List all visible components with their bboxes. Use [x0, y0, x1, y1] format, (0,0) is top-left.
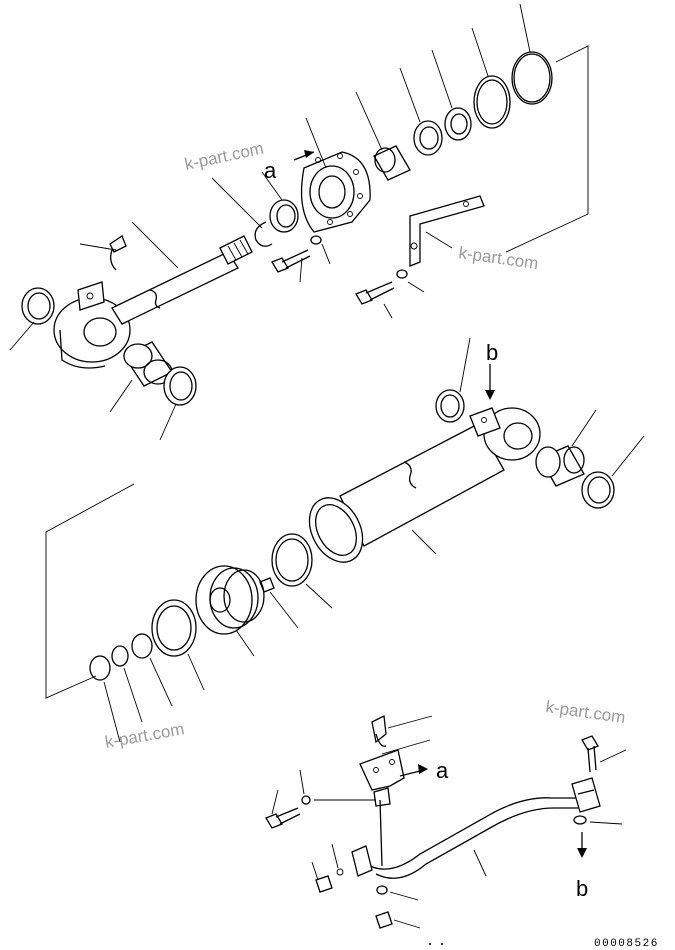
watermark-2: k-part.com — [457, 243, 539, 273]
o-ring-head — [511, 51, 553, 105]
arrow-a-top: a — [264, 150, 315, 183]
callout-lines-top — [9, 3, 531, 441]
arrow-a-bottom: a — [399, 758, 449, 783]
pipe-flange-left — [351, 845, 373, 877]
dust-seal-rod-end — [163, 366, 197, 406]
bracket-bolt-and-washer — [355, 269, 408, 305]
o-ring-flange — [573, 815, 587, 825]
snap-ring — [254, 221, 273, 247]
watermark-3: k-part.com — [103, 719, 185, 752]
flange-bolt-left — [315, 868, 344, 893]
cylinder-tube — [308, 407, 541, 563]
dot-mark-2 — [441, 943, 443, 945]
wear-ring — [271, 533, 313, 587]
label-a-bottom: a — [436, 758, 449, 783]
bushing-head — [373, 145, 411, 181]
group-bracket-top — [505, 45, 589, 253]
head-bolt-and-washer — [271, 235, 322, 273]
small-o-ring-2 — [111, 645, 129, 667]
arrow-b-middle: b — [485, 340, 498, 400]
drawing-code: 00008526 — [594, 938, 659, 950]
small-o-ring-1 — [131, 633, 153, 659]
flange-bolt-right — [581, 735, 599, 773]
label-b-bottom: b — [576, 876, 588, 901]
hydraulic-pipe — [369, 797, 578, 879]
pipe-clamp-plate — [359, 749, 405, 807]
watermark-4: k-part.com — [544, 697, 626, 727]
pipe-washer-and-nut — [375, 885, 393, 929]
cylinder-head — [300, 151, 371, 233]
dust-seal-tube-end — [581, 471, 615, 509]
pipe-bolt-and-washer — [265, 795, 376, 829]
arrow-b-bottom: b — [576, 832, 588, 901]
bushing-tube-end — [535, 445, 585, 487]
u-packing — [444, 107, 472, 141]
rod-eye-assembly — [53, 235, 253, 369]
dot-mark-1 — [429, 943, 431, 945]
group-bracket-left — [45, 483, 135, 699]
label-b-middle: b — [486, 340, 498, 365]
piston-ring — [151, 599, 197, 657]
small-o-ring-3 — [89, 655, 111, 681]
piston — [195, 565, 265, 635]
watermark-1: k-part.com — [183, 139, 265, 174]
clamp-bracket — [409, 195, 485, 267]
label-a-top: a — [264, 158, 277, 183]
pipe-elbow-fitting — [371, 715, 387, 747]
seal-ring-left — [21, 287, 55, 325]
pipe-flange-right — [571, 777, 601, 813]
callout-lines-bottom — [271, 715, 627, 929]
buffer-ring — [413, 120, 443, 156]
callout-lines-middle — [103, 337, 645, 743]
backup-ring-head — [473, 75, 511, 129]
rod-packing — [269, 199, 299, 233]
seal-ring-tube-top — [435, 389, 465, 423]
